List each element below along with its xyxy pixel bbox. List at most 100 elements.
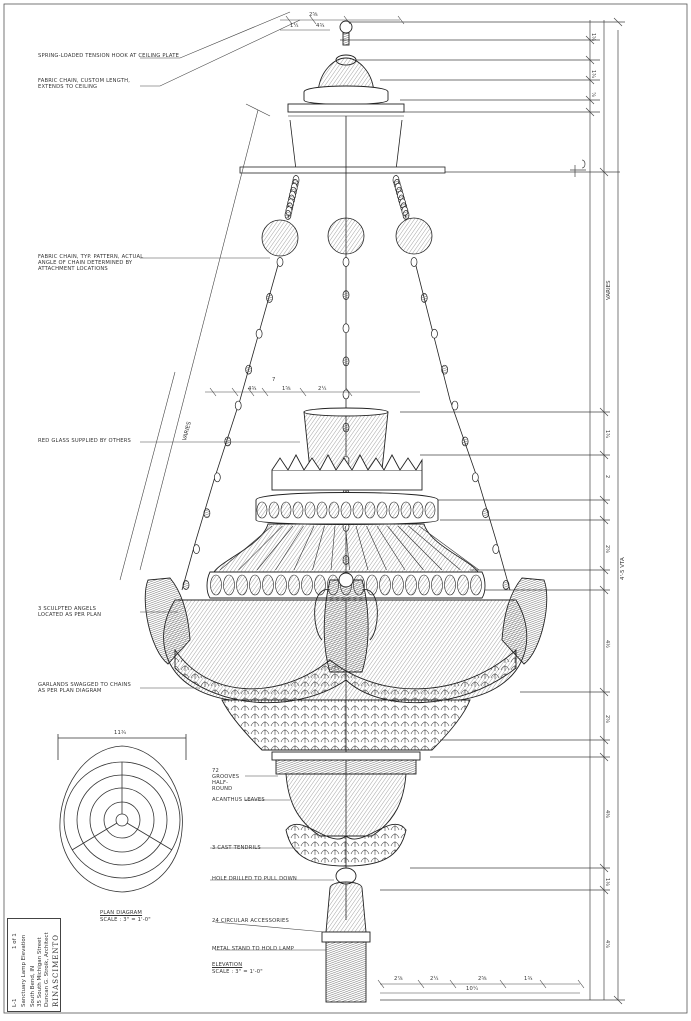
right-dimension-strings [340,17,625,1005]
egg-molding [470,574,482,596]
svg-text:1⅛: 1⅛ [604,878,610,886]
egg-molding [352,501,364,519]
flute-line [397,525,443,571]
note-tendrils: 3 cast tendrils [212,845,261,851]
dim-right-total: 4'-5 VTA [620,557,626,580]
egg-molding [366,574,378,596]
chain-bead [255,328,263,339]
flute-line [345,525,350,571]
flute-line [256,525,294,571]
dim-mid-b: 1⅝ [282,386,291,392]
egg-molding [256,501,268,519]
plan-diagram [57,734,187,893]
egg-molding [328,501,340,519]
flute-line [408,525,461,571]
egg-molding [288,574,300,596]
dim-mid-a: 7 [272,377,276,383]
flute-line [330,525,336,571]
egg-molding [210,574,222,596]
svg-text:1¾: 1¾ [590,70,596,78]
flute-line [275,525,304,571]
note-tension-hook: Spring-loaded tension hook at ceiling pl… [38,53,180,59]
dim-bottom-total: 10¼ [466,986,479,992]
svg-text:1¾: 1¾ [604,430,610,438]
egg-molding [316,501,328,519]
egg-molding [376,501,388,519]
note-pull-down: Hole drilled to pull down [212,876,297,882]
dim-top-a: 2⅝ [309,12,318,18]
svg-text:2⅝: 2⅝ [604,545,610,553]
title-architect: Duncan G. Stroik, Architect [44,932,50,1007]
chain-bead [342,257,350,267]
title-block: Rinascimento Duncan G. Stroik, Architect… [7,918,61,1012]
plan-diagram-scale: Scale : 3" = 1'-0" [100,917,151,923]
flute-line [366,525,387,571]
lamp-lower [221,699,471,1003]
bottom-dimension-string [377,979,585,994]
chain-bead [193,544,200,554]
note-chain-pattern: Fabric chain, typ. pattern, actual angle… [38,254,144,272]
title-drawing-no: 1 of 1 [12,933,18,949]
egg-molding [424,501,436,519]
egg-molding [314,574,326,596]
elevation-scale: Scale : 3" = 1'-0" [212,969,263,975]
egg-molding [304,501,316,519]
chain-bead [266,293,273,303]
plan-diagram-label: Plan diagram [100,910,143,916]
egg-molding [392,574,404,596]
svg-text:2⅝: 2⅝ [604,715,610,723]
flute-line [312,525,325,571]
egg-molding [418,574,430,596]
chain-bead [461,436,469,447]
egg-molding [405,574,417,596]
chain-bead [431,328,438,339]
elevation-label: Elevation [212,962,243,968]
svg-text:4⅜: 4⅜ [604,810,610,818]
dim-mid-d: 4¾ [248,386,257,392]
title-drawing-title: Sanctuary Lamp Elevation [21,934,27,1007]
note-red-glass: Red glass supplied by others [38,438,132,444]
note-acanthus: Acanthus leaves [212,797,265,803]
note-angels: 3 sculpted angels located as per plan [38,606,102,618]
chain-bead [213,472,221,483]
flute-line [418,525,480,571]
chain-bead [451,400,459,411]
svg-text:2: 2 [604,475,610,478]
chain-bead [420,293,428,303]
egg-molding [412,501,424,519]
chain-bead [471,472,479,483]
chain-bead [492,544,500,554]
egg-molding [388,501,400,519]
note-metal-stand: Metal stand to hold lamp [212,946,295,952]
chain-bead [224,436,232,447]
chain-bead [245,364,253,375]
lamp-upper [206,407,486,599]
note-chain-length: Fabric chain, custom length, extends to … [38,78,131,90]
egg-molding [457,574,469,596]
egg-molding [280,501,292,519]
dim-top-c: 4¾ [316,23,325,29]
egg-molding [262,574,274,596]
note-accessories: 24 circular accessories [212,918,289,924]
dim-bottom-c: 2⅝ [478,976,487,982]
svg-text:⅞: ⅞ [590,92,596,97]
chain-bead [502,580,510,590]
chain-bead [276,257,284,267]
chain-bead [402,210,410,220]
sheet-border [3,3,688,1014]
flute-line [387,525,424,571]
chain-bead [342,356,350,367]
egg-molding [223,574,235,596]
chain-bead [342,323,350,334]
title-sheet: L-1 [12,998,18,1007]
chain-bead [203,508,211,519]
egg-molding [364,501,376,519]
title-address-2: South Bend, IN [30,965,36,1007]
flute-line [293,525,315,571]
svg-text:4½: 4½ [604,640,611,648]
egg-molding [249,574,261,596]
note-garlands: Garlands swagged to chains as per plan d… [38,682,131,694]
egg-molding [236,574,248,596]
dim-bottom-a: 2⅞ [394,976,403,982]
